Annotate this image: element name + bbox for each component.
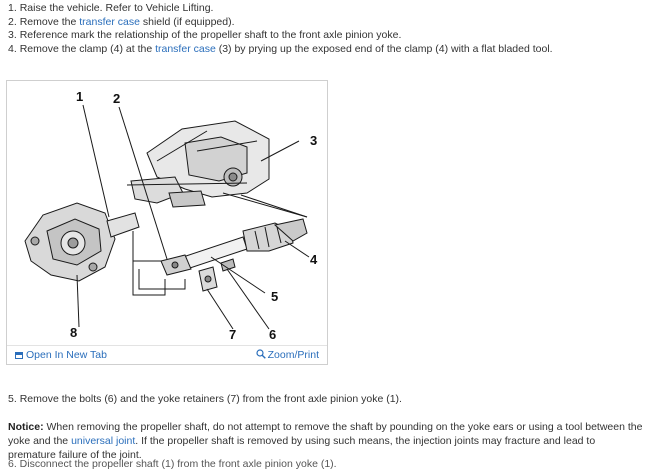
transfer-case-link[interactable]: transfer case	[155, 42, 216, 55]
step-text: Remove the bolts (6) and the yoke retain…	[19, 393, 402, 405]
step-text: (3) by prying up the exposed end of the …	[218, 42, 553, 55]
step-1: 1. Raise the vehicle. Refer to Vehicle L…	[8, 2, 644, 16]
propeller-shaft-drawing	[182, 218, 308, 270]
callout-5: 5	[271, 289, 279, 304]
figure-footer: Open In New Tab Zoom/Print	[7, 345, 327, 364]
step-2: 2. Remove the transfer case shield (if e…	[8, 16, 644, 30]
callout-8: 8	[70, 325, 78, 340]
step-4: 4. Remove the clamp (4) at the transfer …	[8, 43, 644, 57]
zoom-print-link[interactable]: Zoom/Print	[256, 349, 319, 361]
step-5: 5. Remove the bolts (6) and the yoke ret…	[8, 393, 402, 406]
zoom-print-label: Zoom/Print	[267, 349, 319, 361]
yoke-retainer-drawing	[160, 254, 236, 292]
notice-text: When removing the propeller shaft, do no…	[8, 421, 643, 447]
step-6-partial: 6. Disconnect the propeller shaft (1) fr…	[8, 458, 337, 470]
propeller-shaft-diagram[interactable]	[7, 81, 327, 345]
notice-paragraph: Notice: When removing the propeller shaf…	[8, 420, 644, 462]
open-in-new-tab-icon	[15, 352, 23, 359]
step-text: shield (if equipped).	[142, 15, 235, 28]
transfer-case-link[interactable]: transfer case	[79, 15, 140, 28]
step-number: 1.	[8, 2, 17, 14]
step-text: Remove the	[19, 15, 77, 28]
step-3: 3. Reference mark the relationship of th…	[8, 29, 644, 43]
procedure-steps: 1. Raise the vehicle. Refer to Vehicle L…	[8, 2, 644, 56]
callout-1: 1	[76, 89, 84, 104]
step-number: 5.	[8, 393, 17, 405]
step-number: 4.	[8, 42, 17, 55]
step-text: Remove the clamp (4) at the	[19, 42, 153, 55]
step-number: 3.	[8, 29, 17, 41]
step-text: Raise the vehicle. Refer to Vehicle Lift…	[19, 2, 214, 14]
figure-panel: 1 2 3 4 5 6 7 8 Open In New Tab Zoom/Pri…	[6, 80, 328, 365]
step-text: Reference mark the relationship of the p…	[19, 29, 402, 41]
callout-4: 4	[310, 252, 318, 267]
open-in-new-tab-label: Open In New Tab	[26, 349, 107, 361]
callout-2: 2	[113, 91, 121, 106]
callout-6: 6	[269, 327, 277, 342]
magnifier-icon	[256, 349, 266, 359]
callout-7: 7	[229, 327, 237, 342]
callout-3: 3	[310, 133, 318, 148]
transfer-case-drawing	[126, 120, 270, 208]
front-axle-drawing	[24, 202, 140, 282]
notice-text: . If the propeller shaft is removed by u…	[8, 435, 596, 461]
notice-label: Notice:	[8, 421, 44, 433]
universal-joint-link[interactable]: universal joint	[71, 435, 136, 447]
open-in-new-tab-link[interactable]: Open In New Tab	[15, 349, 107, 361]
step-number: 2.	[8, 15, 17, 28]
